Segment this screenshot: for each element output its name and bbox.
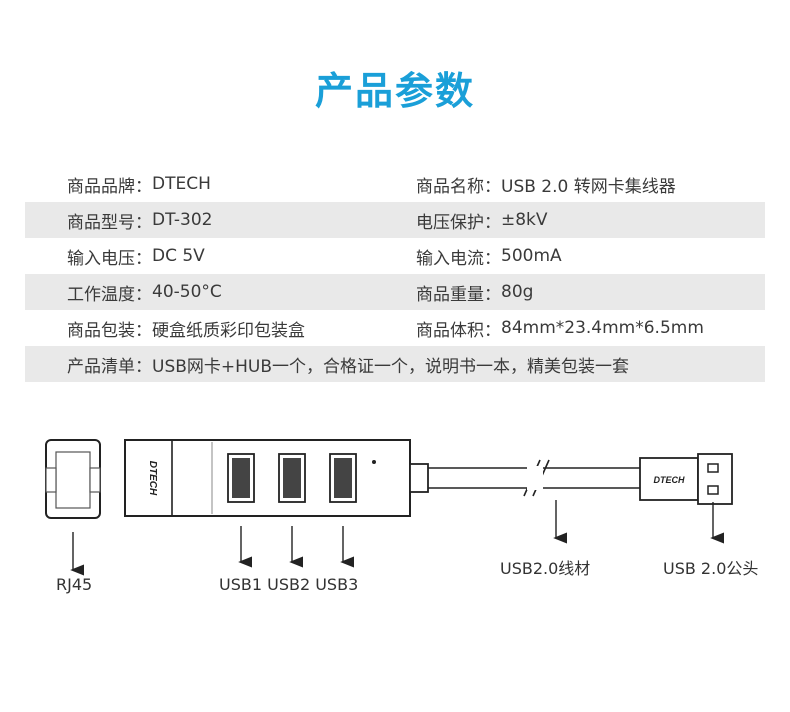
spec-cell-model: 商品型号：DT-302 [25, 208, 416, 233]
spec-cell-volume: 商品体积：84mm*23.4mm*6.5mm [416, 316, 765, 341]
spec-row: 产品清单：USB网卡+HUB一个，合格证一个，说明书一本，精美包装一套 [25, 346, 765, 382]
spec-cell-name: 商品名称：USB 2.0 转网卡集线器 [416, 172, 765, 197]
spec-value: USB 2.0 转网卡集线器 [501, 176, 676, 197]
product-drawing: DTECH DTECH [45, 439, 733, 576]
spec-value: DC 5V [152, 246, 205, 266]
spec-row: 工作温度：40-50°C 商品重量：80g [25, 274, 765, 310]
spec-value: DTECH [152, 174, 211, 194]
spec-cell-package: 商品包装：硬盒纸质彩印包装盒 [25, 316, 416, 341]
spec-cell-brand: 商品品牌：DTECH [25, 172, 416, 197]
spec-key: 商品品牌： [67, 176, 152, 197]
spec-table: 商品品牌：DTECH 商品名称：USB 2.0 转网卡集线器 商品型号：DT-3… [25, 166, 765, 382]
usb1-port [227, 453, 255, 503]
rj45-port [45, 439, 101, 519]
spec-key: 商品包装： [67, 320, 152, 341]
spec-row: 商品品牌：DTECH 商品名称：USB 2.0 转网卡集线器 [25, 166, 765, 202]
hub-body [124, 439, 411, 517]
spec-row: 商品型号：DT-302 电压保护：±8kV [25, 202, 765, 238]
label-usb-ports: USB1 USB2 USB3 [219, 575, 359, 594]
spec-cell-voltage-protection: 电压保护：±8kV [416, 208, 765, 233]
label-cable: USB2.0线材 [500, 559, 591, 578]
label-plug: USB 2.0公头 [663, 559, 759, 578]
spec-key: 商品体积： [416, 320, 501, 341]
spec-value: 40-50°C [152, 282, 222, 302]
spec-cell-temperature: 工作温度：40-50°C [25, 280, 416, 305]
usb2-port [278, 453, 306, 503]
spec-value: 84mm*23.4mm*6.5mm [501, 318, 704, 338]
spec-value: 500mA [501, 246, 562, 266]
spec-value: 硬盒纸质彩印包装盒 [152, 320, 305, 341]
usb-plug [639, 453, 733, 505]
spec-cell-weight: 商品重量：80g [416, 280, 765, 305]
spec-value: ±8kV [501, 210, 548, 230]
spec-cell-input-voltage: 输入电压：DC 5V [25, 244, 416, 269]
spec-cell-input-current: 输入电流：500mA [416, 244, 765, 269]
spec-value: DT-302 [152, 210, 213, 230]
spec-key: 工作温度： [67, 284, 152, 305]
spec-key: 输入电压： [67, 248, 152, 269]
spec-key: 商品型号： [67, 212, 152, 233]
spec-value: USB网卡+HUB一个，合格证一个，说明书一本，精美包装一套 [152, 356, 630, 377]
brand-logo-hub: DTECH [147, 461, 158, 496]
page-title: 产品参数 [314, 69, 475, 113]
spec-value: 80g [501, 282, 534, 302]
spec-key: 产品清单： [67, 356, 152, 377]
label-rj45: RJ45 [56, 575, 93, 594]
spec-key: 电压保护： [416, 212, 501, 233]
spec-key: 输入电流： [416, 248, 501, 269]
brand-logo-plug: DTECH [654, 475, 685, 485]
product-diagram: DTECH DTECH RJ45 USB1 USB2 USB3 USB2.0线材… [0, 420, 790, 712]
spec-key: 商品名称： [416, 176, 501, 197]
spec-row: 商品包装：硬盒纸质彩印包装盒 商品体积：84mm*23.4mm*6.5mm [25, 310, 765, 346]
usb3-port [329, 453, 357, 503]
spec-cell-contents: 产品清单：USB网卡+HUB一个，合格证一个，说明书一本，精美包装一套 [25, 352, 765, 377]
spec-key: 商品重量： [416, 284, 501, 305]
spec-row: 输入电压：DC 5V 输入电流：500mA [25, 238, 765, 274]
